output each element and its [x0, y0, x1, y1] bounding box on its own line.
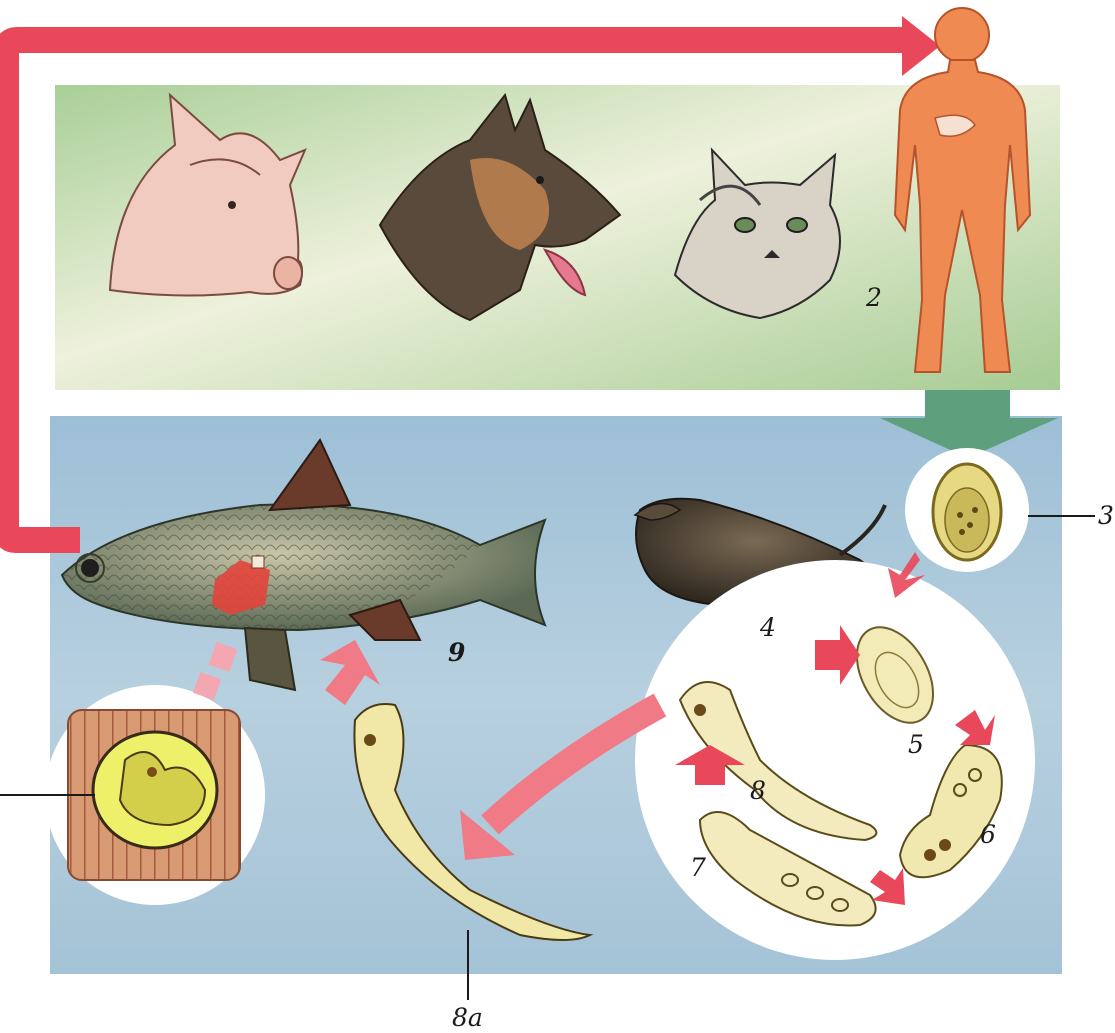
label-egg: 3 — [1098, 503, 1114, 528]
label-sporocyst: 6 — [980, 822, 996, 847]
label-hosts: 2 — [866, 285, 882, 310]
label-miracidium: 5 — [908, 732, 924, 757]
label-free-cercaria: 8a — [452, 1005, 483, 1030]
label-fish: 9 — [448, 640, 465, 665]
label-snail: 4 — [760, 615, 776, 640]
label-cercaria: 8 — [750, 778, 766, 803]
metacercaria-stage — [0, 685, 265, 905]
label-redia: 7 — [690, 855, 706, 880]
egg-stage — [905, 448, 1095, 572]
